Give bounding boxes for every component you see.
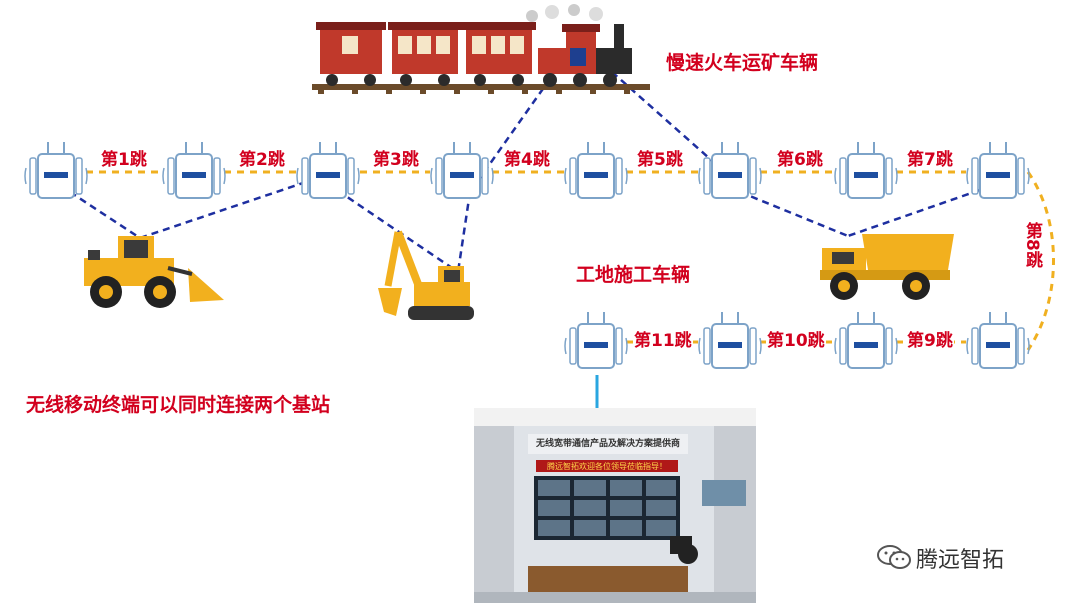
- wireless-links: [69, 71, 981, 274]
- router-node-2: [162, 138, 226, 206]
- hop-label-4: 第4跳: [503, 150, 551, 170]
- excavator-illustration: [378, 226, 478, 324]
- router-node-9: [966, 308, 1030, 376]
- router-node-11: [698, 308, 762, 376]
- router-node-1: [24, 138, 88, 206]
- router-node-5: [564, 138, 628, 206]
- hop-label-2: 第2跳: [238, 150, 286, 170]
- photo-banner-text: 无线宽带通信产品及解决方案提供商: [535, 439, 680, 449]
- hop-label-1: 第1跳: [100, 150, 148, 170]
- hop-label-5: 第5跳: [636, 150, 684, 170]
- hop-label-6: 第6跳: [776, 150, 824, 170]
- mesh-links-top: [86, 170, 1055, 351]
- hop-label-8: 第8跳: [1022, 222, 1042, 268]
- hop-label-9: 第9跳: [906, 331, 954, 351]
- router-node-6: [698, 138, 762, 206]
- control-room-photo: 无线宽带通信产品及解决方案提供商 腾远智拓欢迎各位领导莅临指导！: [474, 408, 756, 603]
- mobile-terminal-caption: 无线移动终端可以同时连接两个基站: [26, 394, 331, 416]
- router-node-3: [296, 138, 360, 206]
- construction-vehicle-label: 工地施工车辆: [576, 264, 691, 286]
- hop-label-10: 第10跳: [766, 331, 826, 351]
- router-node-12: [564, 308, 628, 376]
- router-node-7: [834, 138, 898, 206]
- hop-label-3: 第3跳: [372, 150, 420, 170]
- dump-truck-illustration: [816, 230, 956, 302]
- router-node-10: [834, 308, 898, 376]
- train-vehicle-label: 慢速火车运矿车辆: [666, 52, 819, 74]
- hop-label-7: 第7跳: [906, 150, 954, 170]
- hop-label-11: 第11跳: [633, 331, 693, 351]
- router-node-8: [966, 138, 1030, 206]
- train-illustration: [312, 4, 652, 96]
- wechat-icon: [876, 544, 912, 570]
- photo-ticker-text: 腾远智拓欢迎各位领导莅临指导！: [547, 462, 667, 471]
- wheel-loader-illustration: [78, 228, 228, 310]
- watermark-text: 腾远智拓: [916, 548, 1005, 573]
- router-node-4: [430, 138, 494, 206]
